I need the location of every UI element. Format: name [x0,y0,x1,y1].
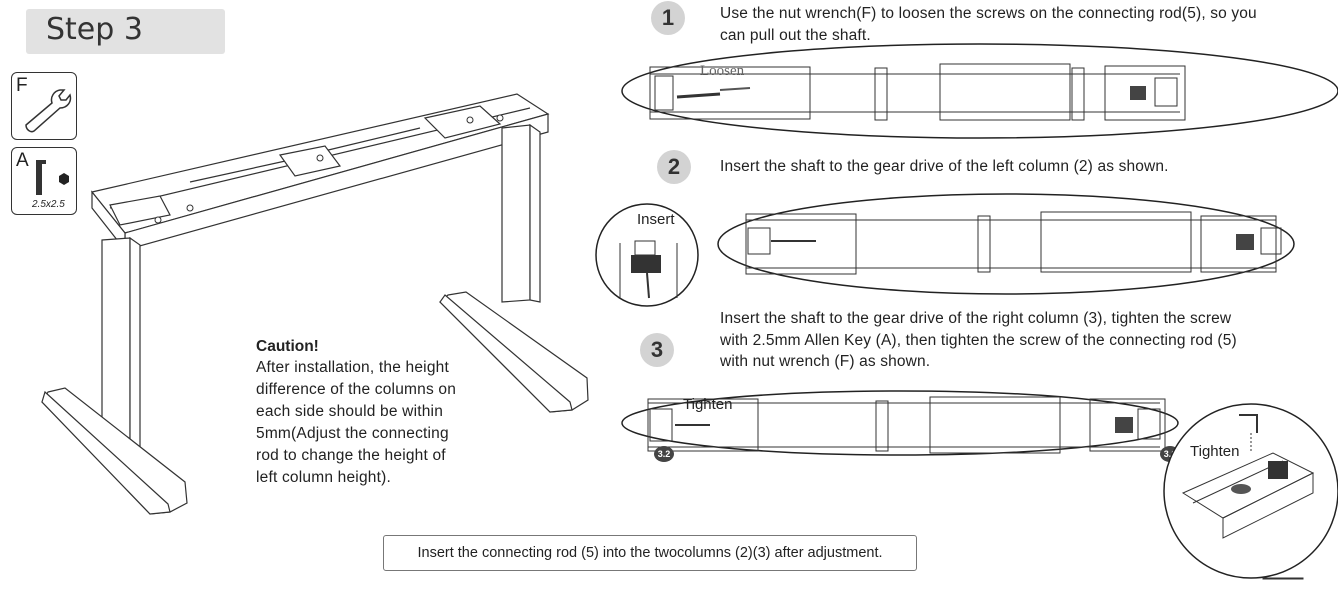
caution-line: 5mm(Adjust the connecting [256,425,449,442]
zoom-tighten-label: Tighten [1190,443,1240,460]
tool-card-wrench: F [11,72,77,140]
caution-line: difference of the columns on [256,381,457,398]
step-3-detail-ellipse [621,390,1179,456]
tool-card-allen-key: A 2.5x2.5 [11,147,77,215]
instruction-line: Insert the shaft to the gear drive of th… [720,158,1169,175]
insert-label: Insert [637,211,675,228]
caution-line: After installation, the height [256,359,449,376]
caution-line: each side should be within [256,403,444,420]
instruction-line: Use the nut wrench(F) to loosen the scre… [720,5,1257,22]
instruction-line: Insert the shaft to the gear drive of th… [720,310,1232,327]
instruction-line: with 2.5mm Allen Key (A), then tighten t… [720,331,1237,349]
wrench-icon [25,89,72,133]
loosen-label: Loosen [700,63,745,79]
step-3-1-zoom-circle [1163,403,1338,580]
caution-title: Caution! [256,338,319,355]
tool-letter-f: F [16,75,28,96]
step-1-instruction: Use the nut wrench(F) to loosen the scre… [720,3,1257,46]
instruction-line: can pull out the shaft. [720,26,871,44]
tool-size-label: 2.5x2.5 [32,199,65,210]
step-2-insert-circle [595,203,699,307]
step-2-detail-ellipse [717,193,1295,295]
step-number-2: 2 [657,150,691,184]
step-number-3: 3 [640,333,674,367]
step-3-instruction: Insert the shaft to the gear drive of th… [720,308,1237,373]
step-2-instruction: Insert the shaft to the gear drive of th… [720,156,1169,178]
tighten-label: Tighten [683,396,733,413]
sub-step-badge-3-2: 3.2 [654,446,674,462]
bottom-note: Insert the connecting rod (5) into the t… [383,535,917,571]
step-header-bar [26,9,225,54]
step-1-detail-ellipse [621,43,1338,139]
caution-body: After installation, the height differenc… [256,357,456,489]
instruction-line: with nut wrench (F) as shown. [720,353,931,370]
page-title: Step 3 [46,12,143,47]
desk-frame-illustration [41,93,589,515]
tool-letter-a: A [16,150,29,171]
allen-key-icon [36,160,69,195]
step-number-1: 1 [651,1,685,35]
caution-line: rod to change the height of [256,447,446,464]
caution-line: left column height). [256,469,391,486]
